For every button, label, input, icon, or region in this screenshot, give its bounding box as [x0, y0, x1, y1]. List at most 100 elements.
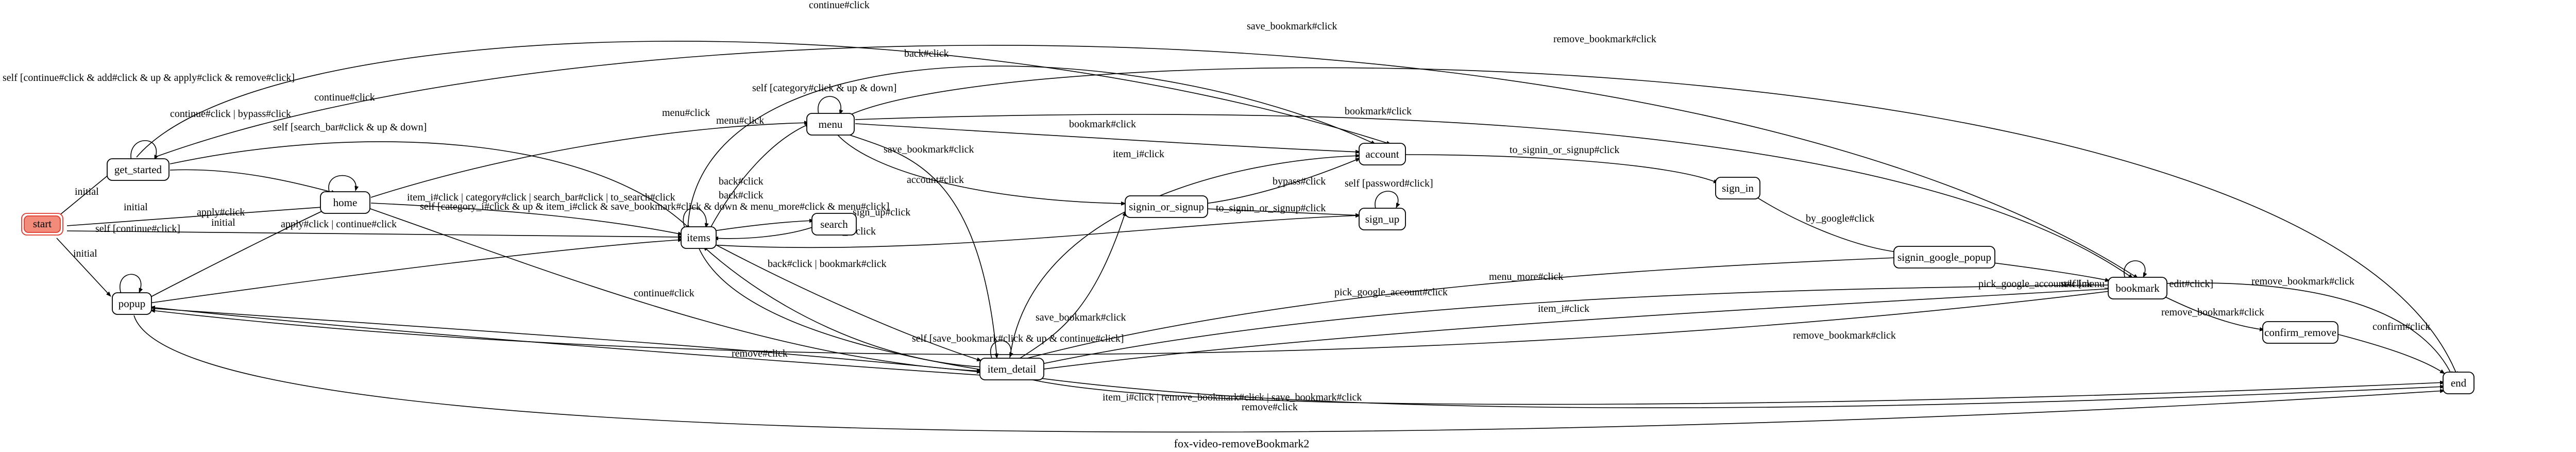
node-menu: menu — [806, 113, 855, 136]
edge-popup-home — [146, 205, 335, 299]
edge-menu-signin — [834, 131, 1126, 206]
edge-start-home — [66, 204, 336, 226]
edge-label-home-items: item_i#click | category#click | search_b… — [407, 192, 675, 203]
node-popup: popup — [112, 292, 152, 315]
edge-signin-account — [1205, 158, 1361, 204]
edges: initial initial initial initial self [co… — [3, 0, 2458, 433]
edge-menu-bookmark — [855, 114, 2133, 279]
edge-items-item-detail — [710, 242, 982, 362]
edge-get-started-self — [130, 140, 159, 161]
edge-label-get-started-home: continue#click | bypass#click — [170, 108, 291, 120]
svg-text:sign_up: sign_up — [1365, 213, 1400, 225]
edge-items-self — [683, 207, 709, 230]
edge-label-items-menu: menu#click — [716, 115, 764, 126]
edge-label-start-popup: initial — [73, 248, 97, 259]
edge-get-started-bookmark — [154, 45, 2139, 279]
edge-menu-account — [855, 123, 1361, 154]
node-signin-google-popup: signin_google_popup — [1893, 246, 1995, 269]
edge-label-popup-items: apply#click | continue#click — [281, 219, 397, 230]
node-home: home — [320, 191, 370, 214]
edge-bookmark-popup — [150, 291, 2110, 355]
edge-popup-item-detail — [149, 308, 982, 374]
edge-label-item-detail-account: item_i#click — [1113, 148, 1164, 160]
edge-items-search — [713, 219, 815, 231]
edge-label-google-item-detail: pick_google_account#click — [1334, 287, 1448, 298]
edge-items-menu — [710, 123, 810, 227]
edge-label-items-search: back#click — [719, 176, 764, 187]
svg-text:item_detail: item_detail — [988, 363, 1037, 375]
node-account: account — [1359, 143, 1406, 165]
svg-text:items: items — [687, 231, 710, 244]
edge-label-popup-home: apply#click — [197, 207, 245, 218]
edge-label-items-self: self [category_i#click & up & item_i#cli… — [420, 201, 889, 212]
edge-google-item-detail — [1017, 257, 1896, 362]
edge-label-popup-self: self [continue#click] — [95, 223, 180, 235]
svg-text:bookmark: bookmark — [2115, 282, 2160, 294]
edge-bookmark-end — [2163, 282, 2453, 377]
edge-label-bookmark-confirm: remove_bookmark#click — [2161, 307, 2264, 318]
edge-start-get-started — [56, 170, 115, 218]
edge-get-started-home — [170, 169, 336, 194]
edge-account-sign-in — [1401, 154, 1719, 183]
edge-sign-in-google — [1746, 190, 1902, 254]
edge-menu-end — [847, 67, 2458, 377]
edge-popup-end — [133, 315, 2445, 433]
edge-label-bookmark-popup: remove#click — [732, 348, 788, 359]
edge-label-confirm-end: confirm#click — [2372, 321, 2430, 332]
edge-home-items — [370, 203, 683, 236]
svg-text:end: end — [2451, 377, 2467, 389]
edge-popup-items — [149, 238, 683, 304]
edge-label-account-sign-in: to_signin_or_signup#click — [1510, 144, 1619, 156]
edge-bookmark-confirm — [2153, 291, 2265, 331]
svg-text:popup: popup — [118, 297, 146, 310]
edge-search-items — [713, 226, 815, 241]
edge-popup-self — [120, 274, 143, 294]
svg-text:start: start — [33, 217, 52, 230]
edge-label-home-menu: menu#click — [662, 107, 710, 119]
svg-text:search: search — [820, 218, 848, 230]
node-sign-up: sign_up — [1359, 208, 1406, 230]
nodes: start get_started home popup items menu … — [21, 113, 2475, 394]
svg-text:signin_google_popup: signin_google_popup — [1897, 251, 1991, 263]
edge-label-menu-self: self [category#click & up & down] — [752, 82, 896, 94]
edge-items-account — [687, 65, 1376, 230]
node-bookmark: bookmark — [2108, 277, 2167, 299]
edge-items-sign-up — [710, 213, 1361, 248]
node-get-started: get_started — [107, 158, 170, 181]
node-items: items — [681, 226, 717, 249]
svg-text:signin_or_signup: signin_or_signup — [1129, 200, 1204, 213]
edge-items-end — [698, 246, 2445, 409]
edge-label-bookmark-end: remove_bookmark#click — [2251, 276, 2354, 287]
edge-label-items-end: item_i#click | remove_bookmark#click | s… — [1103, 392, 1362, 403]
svg-text:sign_in: sign_in — [1722, 182, 1754, 194]
edge-home-item-detail — [365, 207, 982, 373]
svg-text:account: account — [1365, 148, 1399, 160]
edge-sign-up-self — [1375, 191, 1400, 209]
node-end: end — [2443, 372, 2475, 394]
edge-label-get-started-items: continue#click — [314, 92, 375, 103]
edge-label-get-started-self: self [continue#click & add#click & up & … — [3, 72, 295, 83]
edge-signin-sign-up — [1205, 208, 1361, 217]
edge-label-item-detail-signin: save_bookmark#click — [1036, 312, 1126, 323]
edge-menu-self — [818, 96, 843, 116]
edge-label-menu-item-detail: save_bookmark#click — [884, 144, 974, 155]
edge-label-start-home: initial — [124, 202, 148, 213]
edge-get-started-account — [136, 41, 1392, 158]
node-search: search — [811, 213, 857, 236]
edge-label-start-items: initial — [211, 217, 235, 228]
edge-label-menu-account: bookmark#click — [1069, 119, 1136, 130]
edge-item-detail-signin — [1017, 211, 1127, 360]
edge-menu-item-detail — [839, 131, 999, 359]
edge-bookmark-item-detail — [1020, 284, 2110, 370]
edge-label-bookmark-item-detail-2: item_i#click — [1538, 303, 1589, 314]
edge-label-item-detail-items: back#click | bookmark#click — [768, 258, 887, 270]
edge-label-home-self: self [search_bar#click & up & down] — [273, 122, 427, 133]
node-signin-or-signup: signin_or_signup — [1125, 195, 1208, 218]
edge-label-sign-up-self: self [password#click] — [1345, 178, 1433, 189]
edge-confirm-end — [2336, 333, 2445, 374]
edge-google-bookmark — [1973, 260, 2110, 282]
edge-item-detail-popup — [150, 305, 982, 376]
node-sign-in: sign_in — [1715, 177, 1760, 199]
svg-text:home: home — [333, 196, 358, 209]
